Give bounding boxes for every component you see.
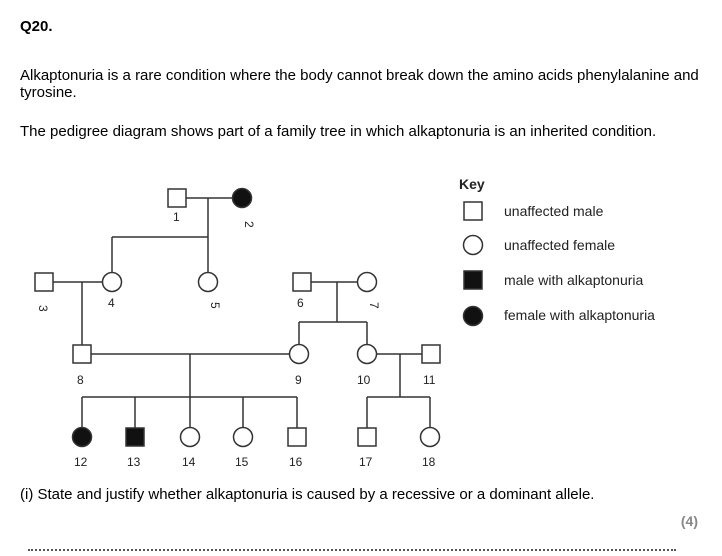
individual-5: [197, 271, 219, 293]
key-title: Key: [459, 176, 485, 192]
individual-10: [356, 343, 378, 365]
individual-7: [356, 271, 378, 293]
individual-11: [421, 344, 441, 364]
label-6: 6: [297, 296, 304, 310]
label-10: 10: [357, 373, 371, 387]
label-5: 5: [208, 302, 222, 309]
label-9: 9: [295, 373, 302, 387]
individual-15: [232, 426, 254, 448]
label-13: 13: [127, 455, 141, 469]
label-14: 14: [182, 455, 196, 469]
individual-9: [288, 343, 310, 365]
individual-8: [72, 344, 92, 364]
pedigree-diagram: 1 2 3 4 5 6 7 8 9 10 11 12 13 14 15 16 1…: [34, 176, 655, 469]
label-4: 4: [108, 296, 115, 310]
label-2: 2: [242, 221, 256, 228]
question-number: Q20.: [20, 18, 53, 35]
individual-12: [71, 426, 93, 448]
label-16: 16: [289, 455, 303, 469]
key-unaffected-male-symbol: [463, 201, 483, 221]
key-affected-female-symbol: [462, 305, 484, 327]
individual-6: [292, 272, 312, 292]
label-17: 17: [359, 455, 373, 469]
label-7: 7: [367, 302, 381, 309]
individual-4: [101, 271, 123, 293]
label-1: 1: [173, 210, 180, 224]
key-unaffected-male-label: unaffected male: [504, 203, 604, 219]
question-paragraph-2: The pedigree diagram shows part of a fam…: [20, 123, 657, 140]
individual-1: [167, 188, 187, 208]
marks-label: (4): [680, 513, 698, 529]
key-affected-male-label: male with alkaptonuria: [504, 272, 644, 288]
question-part-i: (i) State and justify whether alkaptonur…: [20, 486, 595, 503]
individual-3: [34, 272, 54, 292]
individual-16: [287, 427, 307, 447]
key-unaffected-female-symbol: [462, 234, 484, 256]
individual-2: [231, 187, 253, 209]
label-3: 3: [36, 305, 50, 312]
key-affected-male-symbol: [463, 270, 483, 290]
label-11: 11: [423, 373, 436, 387]
key-unaffected-female-label: unaffected female: [504, 237, 615, 253]
key-affected-female-label: female with alkaptonuria: [504, 307, 655, 323]
label-15: 15: [235, 455, 249, 469]
label-12: 12: [74, 455, 88, 469]
individual-14: [179, 426, 201, 448]
question-paragraph-1: Alkaptonuria is a rare condition where t…: [20, 67, 699, 101]
label-8: 8: [77, 373, 84, 387]
individual-17: [357, 427, 377, 447]
answer-line[interactable]: [28, 549, 676, 551]
individual-18: [419, 426, 441, 448]
individual-13: [125, 427, 145, 447]
label-18: 18: [422, 455, 436, 469]
key: Key unaffected male unaffected female ma…: [459, 176, 655, 327]
